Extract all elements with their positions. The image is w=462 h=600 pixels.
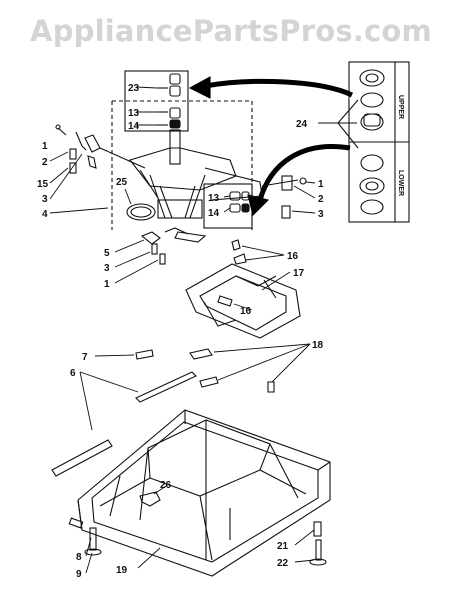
part-7-pin — [135, 349, 154, 360]
right-hardware — [261, 175, 307, 219]
part-16-clips — [217, 239, 247, 307]
callout-3-lower: 3 — [104, 263, 110, 274]
left-leg-parts — [68, 517, 102, 556]
arrow-to-right-inset — [257, 144, 351, 201]
callout-18: 18 — [312, 340, 324, 351]
right-leg-parts — [309, 521, 327, 566]
arrow-to-right-inset-head — [247, 194, 270, 217]
kit-lower-parts — [359, 154, 385, 215]
part-25-ring — [126, 203, 156, 221]
part-17-frame — [185, 263, 301, 339]
part-6-brackets — [51, 371, 197, 477]
callout-14-right: 14 — [208, 208, 220, 219]
callout-14-top: 14 — [128, 121, 140, 132]
callout-24: 24 — [296, 119, 308, 130]
part-23-cap — [169, 73, 181, 97]
callout-21: 21 — [277, 541, 289, 552]
callout-19: 19 — [116, 565, 128, 576]
mechanism-assembly — [129, 129, 263, 219]
arrow-to-kit-upper-head — [188, 76, 211, 99]
arrow-to-kit-upper — [204, 78, 354, 98]
callout-13-right: 13 — [208, 193, 220, 204]
callout-1-right: 1 — [318, 179, 324, 190]
watermark: AppliancePartsPros.com — [30, 14, 432, 48]
callout-3-left: 3 — [42, 194, 48, 205]
callout-16-frame: 16 — [240, 306, 252, 317]
callout-13-top: 13 — [128, 108, 140, 119]
part-19-base — [77, 409, 331, 577]
inset-box-top — [124, 70, 189, 132]
callout-9: 9 — [76, 569, 82, 580]
callout-26: 26 — [160, 480, 172, 491]
callout-1-lower: 1 — [104, 279, 110, 290]
left-hardware — [55, 124, 146, 174]
callout-25: 25 — [116, 177, 128, 188]
callout-2-right: 2 — [318, 194, 324, 205]
kit-upper-parts — [359, 69, 385, 131]
callout-1-left: 1 — [42, 141, 48, 152]
callout-15: 15 — [37, 179, 49, 190]
callout-3-right: 3 — [318, 209, 324, 220]
callout-23: 23 — [128, 83, 140, 94]
part-26-clip — [139, 491, 161, 507]
part-13-14-stack-a — [169, 107, 181, 129]
lower-left-hardware — [140, 227, 207, 265]
callout-17: 17 — [293, 268, 305, 279]
callout-8: 8 — [76, 552, 82, 563]
callout-22: 22 — [277, 558, 289, 569]
callout-6: 6 — [70, 368, 76, 379]
part-13-14-stack-b — [229, 191, 250, 213]
callout-16-top: 16 — [287, 251, 299, 262]
leader-lines — [49, 86, 316, 574]
kit-label-upper: UPPER — [397, 95, 404, 119]
callout-2-left: 2 — [42, 157, 48, 168]
part-18-clips — [189, 348, 275, 393]
kit-label-lower: LOWER — [397, 170, 404, 196]
callout-7: 7 — [82, 352, 88, 363]
callout-5: 5 — [104, 248, 110, 259]
callout-labels: 23 13 14 24 1 2 15 3 4 25 1 2 3 13 14 5 … — [37, 83, 404, 580]
callout-4: 4 — [42, 209, 48, 220]
